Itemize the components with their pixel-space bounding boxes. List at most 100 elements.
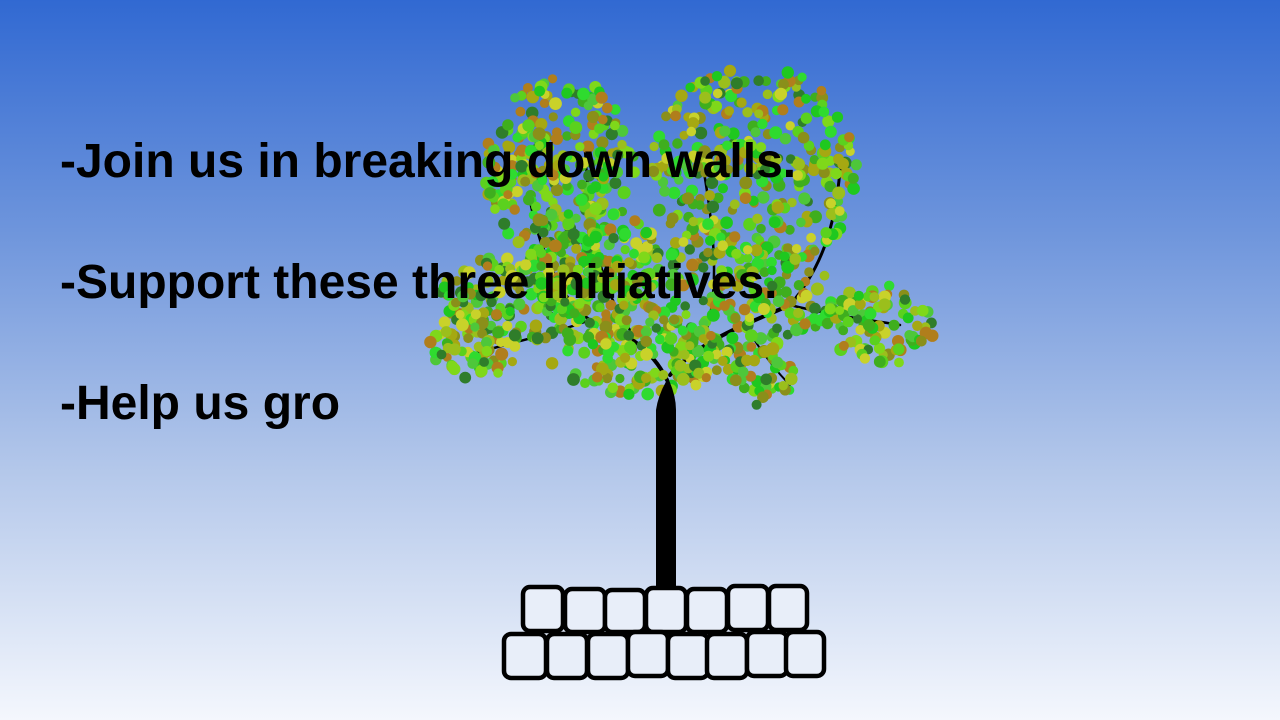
leaf bbox=[670, 237, 682, 249]
leaf bbox=[739, 192, 752, 204]
leaf bbox=[853, 290, 864, 301]
leaf bbox=[609, 177, 622, 190]
leaf bbox=[821, 317, 834, 330]
leaf bbox=[778, 381, 788, 391]
brick bbox=[665, 631, 711, 681]
leaf bbox=[620, 352, 631, 363]
leaf bbox=[800, 289, 813, 302]
leaf bbox=[708, 279, 718, 290]
leaf bbox=[628, 151, 639, 162]
leaf bbox=[837, 157, 849, 170]
leaf bbox=[722, 140, 732, 151]
leaf bbox=[522, 119, 535, 132]
leaf bbox=[838, 340, 849, 351]
leaf bbox=[832, 186, 846, 200]
leaf bbox=[591, 371, 603, 383]
leaf bbox=[751, 257, 764, 270]
leaf bbox=[552, 290, 563, 301]
leaf bbox=[855, 325, 866, 335]
leaf bbox=[447, 360, 457, 371]
leaf bbox=[647, 165, 660, 178]
leaf bbox=[606, 157, 616, 167]
leaf bbox=[640, 290, 651, 301]
leaf bbox=[834, 206, 845, 216]
leaf bbox=[757, 191, 770, 204]
leaf bbox=[641, 241, 653, 253]
leaf bbox=[595, 302, 605, 313]
leaf bbox=[771, 201, 785, 214]
leaf bbox=[752, 213, 763, 224]
leaf bbox=[590, 256, 603, 269]
leaf bbox=[700, 168, 710, 178]
leaf bbox=[587, 339, 599, 350]
leaf bbox=[551, 184, 563, 197]
leaf bbox=[626, 289, 639, 302]
leaf bbox=[894, 357, 904, 368]
leaf bbox=[463, 333, 474, 344]
leaf bbox=[640, 327, 651, 337]
brick bbox=[602, 587, 648, 635]
leaf bbox=[809, 210, 822, 224]
leaf bbox=[743, 253, 753, 263]
tree-trunk bbox=[656, 378, 676, 590]
leaf bbox=[655, 334, 665, 345]
bullet-line-2: -Support these three initiatives. bbox=[60, 256, 778, 309]
leaf bbox=[698, 318, 709, 328]
leaf bbox=[492, 326, 505, 339]
leaf bbox=[712, 88, 723, 99]
leaf bbox=[651, 252, 663, 264]
leaf bbox=[645, 317, 655, 327]
leaf bbox=[803, 140, 815, 152]
leaf bbox=[597, 273, 607, 283]
leaf bbox=[562, 217, 575, 230]
leaf bbox=[743, 138, 757, 152]
leaf bbox=[537, 175, 548, 186]
leaf bbox=[750, 244, 763, 257]
leaf bbox=[719, 300, 730, 311]
leaf bbox=[658, 370, 669, 380]
leaf bbox=[520, 259, 532, 271]
leaf bbox=[797, 72, 807, 82]
leaf bbox=[643, 267, 656, 281]
leaf bbox=[674, 175, 684, 185]
leaf bbox=[629, 248, 639, 259]
leaf bbox=[884, 280, 895, 291]
leaf bbox=[862, 319, 876, 332]
leaf bbox=[852, 314, 863, 324]
leaf bbox=[559, 240, 569, 250]
leaf bbox=[870, 335, 881, 346]
leaf bbox=[510, 93, 520, 103]
leaf bbox=[772, 295, 785, 308]
leaf bbox=[792, 170, 803, 181]
leaf bbox=[506, 168, 518, 180]
leaf bbox=[570, 107, 581, 118]
leaf bbox=[744, 312, 755, 323]
leaf bbox=[630, 237, 643, 250]
leaf bbox=[641, 373, 651, 384]
leaf bbox=[686, 274, 699, 287]
leaf bbox=[800, 112, 813, 124]
leaf bbox=[486, 297, 497, 308]
leaf bbox=[670, 110, 681, 122]
leaf bbox=[497, 198, 510, 211]
leaf bbox=[729, 199, 740, 210]
leaf bbox=[732, 154, 744, 166]
leaf bbox=[782, 329, 793, 340]
leaf bbox=[767, 265, 777, 276]
leaf bbox=[672, 138, 683, 149]
leaf bbox=[598, 172, 609, 182]
leaf bbox=[750, 127, 761, 138]
leaf bbox=[730, 312, 741, 324]
leaf bbox=[793, 280, 805, 291]
tree-leaves bbox=[424, 64, 939, 410]
leaf bbox=[604, 267, 615, 279]
leaf bbox=[902, 312, 914, 324]
leaf bbox=[452, 276, 462, 286]
leaf bbox=[859, 353, 871, 364]
leaf bbox=[482, 261, 493, 271]
leaf bbox=[742, 107, 753, 118]
leaf bbox=[494, 264, 505, 275]
leaf bbox=[607, 382, 619, 394]
leaf bbox=[515, 160, 528, 173]
leaf bbox=[602, 373, 613, 384]
